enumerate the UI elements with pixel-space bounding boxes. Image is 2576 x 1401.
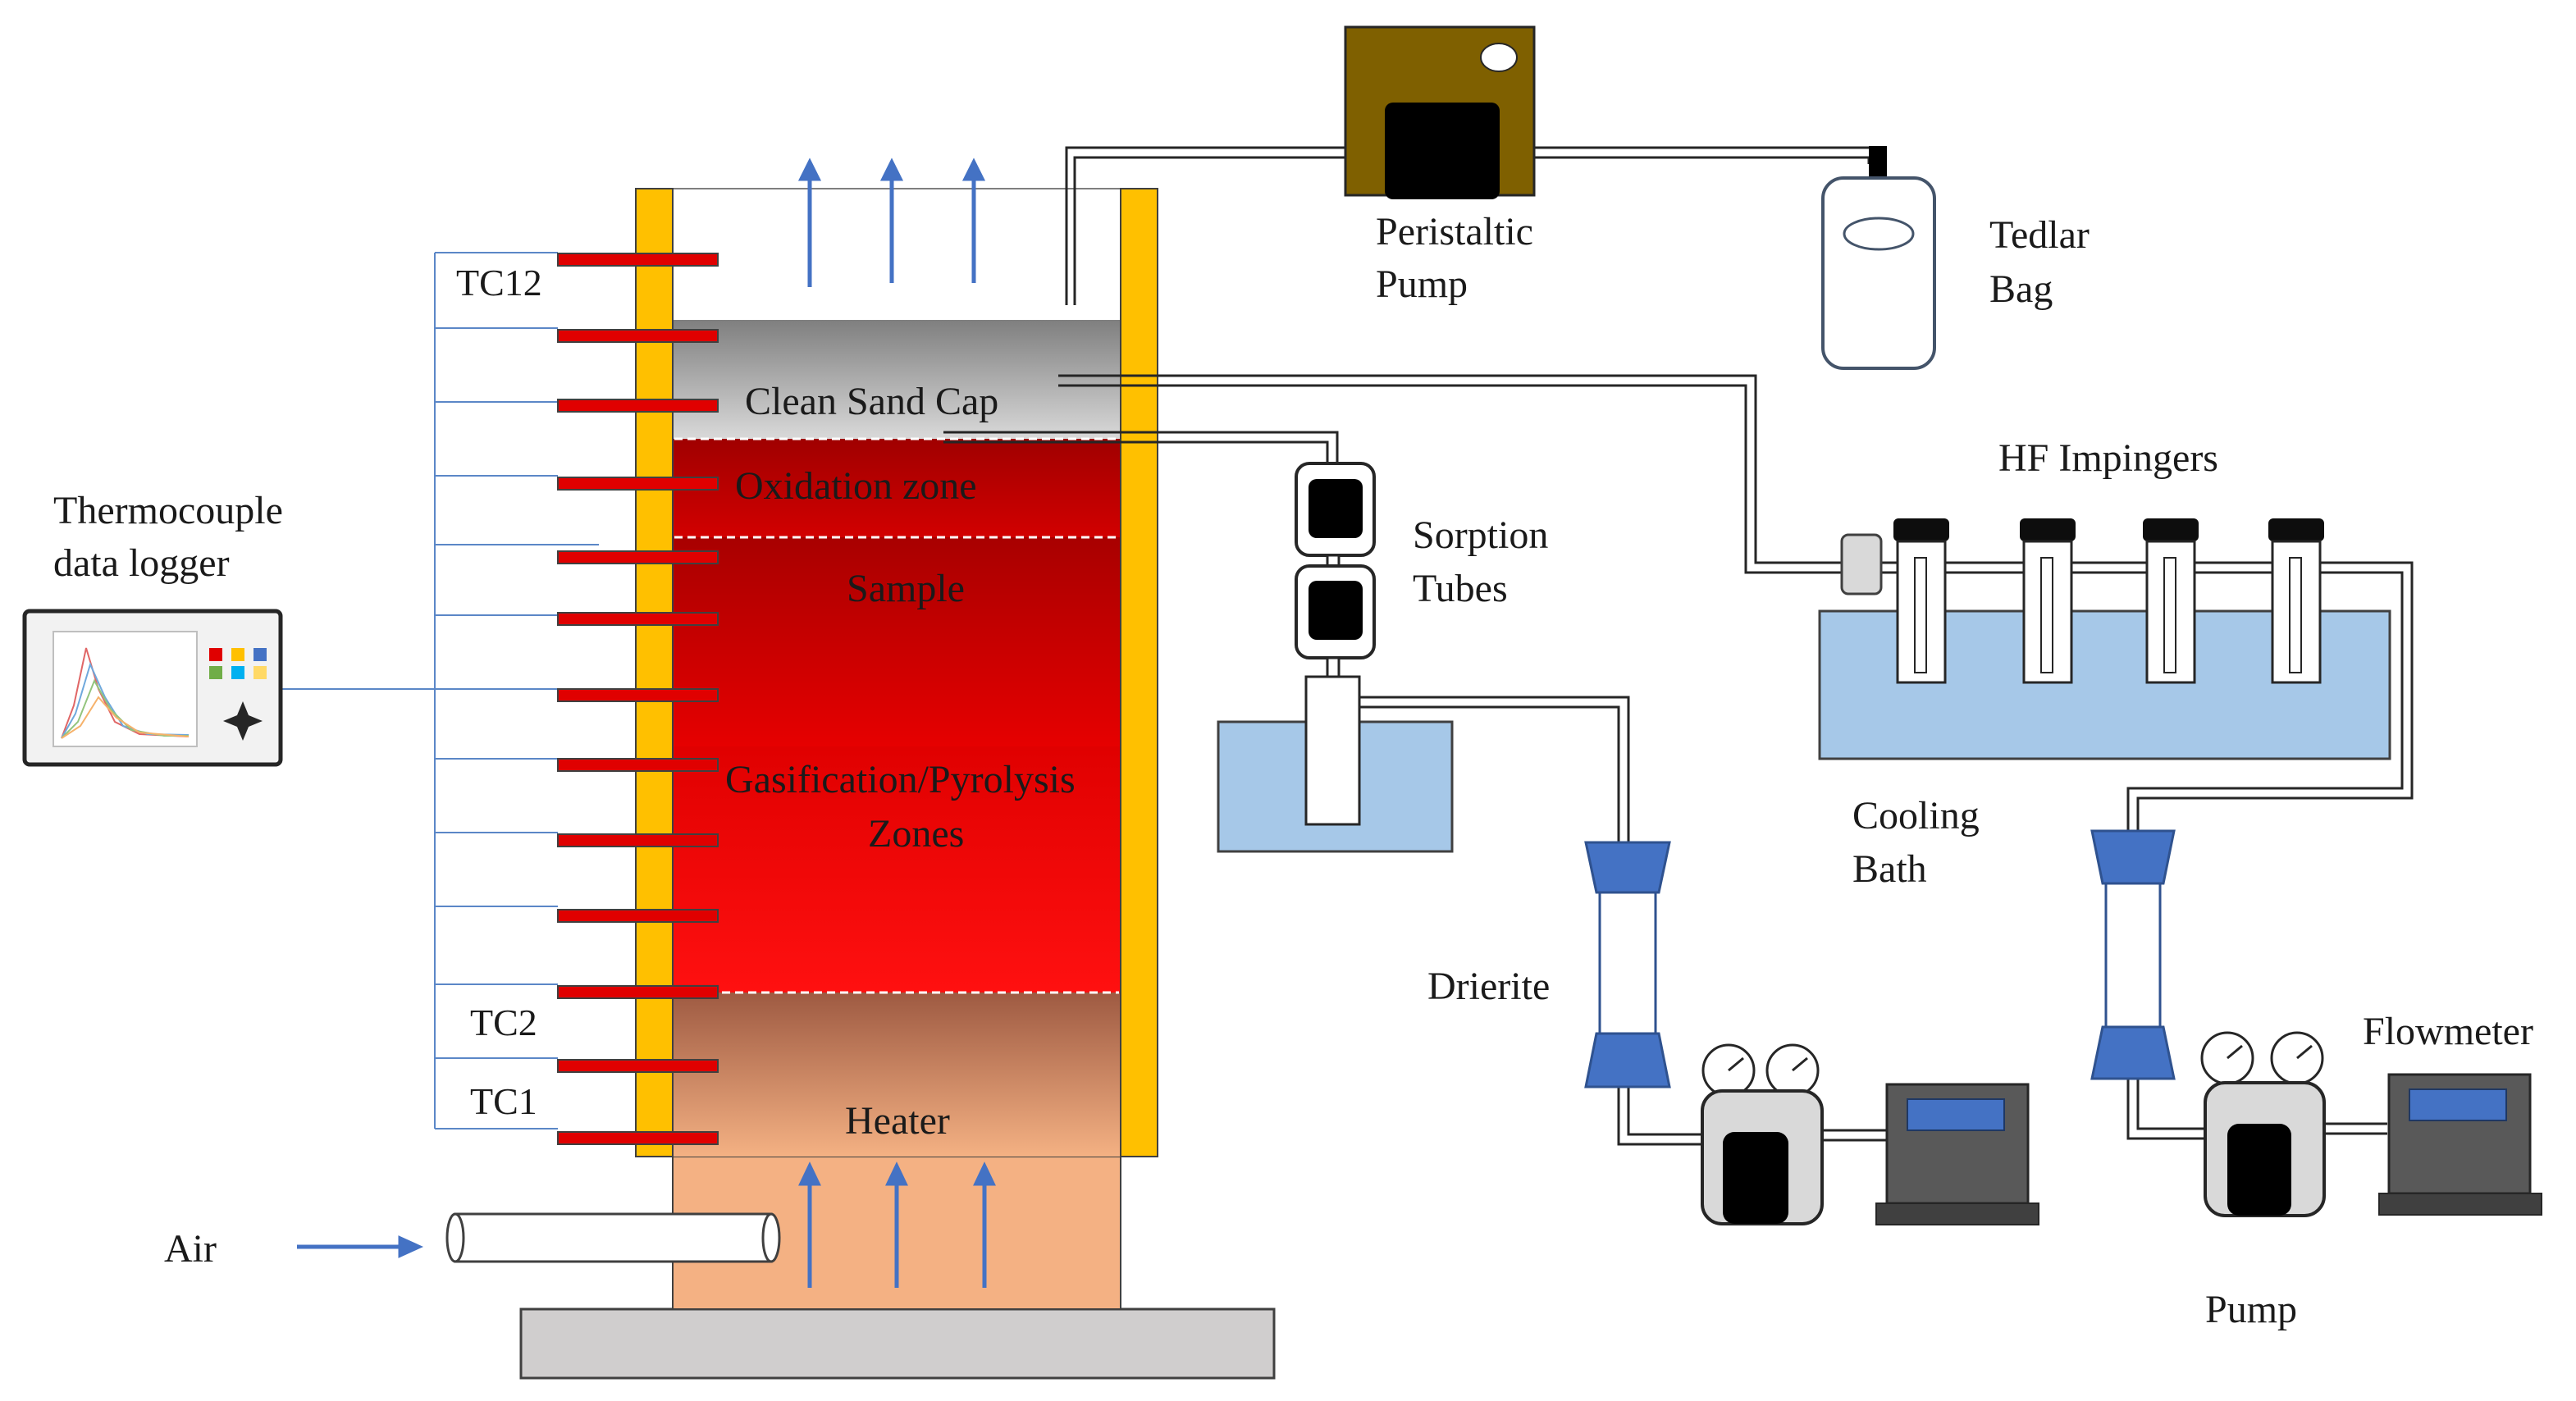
label-tc12: TC12 (456, 262, 542, 303)
gasification-zone (673, 746, 1121, 993)
thermocouple-probe (557, 1131, 719, 1145)
air-label: Air (164, 1227, 217, 1271)
thermocouple-probe (557, 550, 719, 564)
thermocouple-probe (557, 688, 719, 702)
flowmeter-label: Flowmeter (2363, 1010, 2533, 1053)
pump-icon-2 (2200, 1031, 2326, 1217)
flowmeter-icon-1 (1875, 1083, 2039, 1225)
heater-label: Heater (845, 1099, 950, 1143)
thermocouple-probes (557, 253, 719, 1145)
impinger-vessel (1893, 518, 1949, 684)
impinger-vessel (2020, 518, 2076, 684)
gasification-label-line2: Zones (868, 812, 964, 856)
gasification-label-line1: Gasification/Pyrolysis (725, 758, 1076, 801)
drierite-label: Drierite (1427, 965, 1550, 1008)
air-inlet-pipe (445, 1212, 781, 1263)
sorption-bath-vessel (1304, 675, 1361, 826)
heater-zone (673, 993, 1121, 1157)
sorption-label-line1: Sorption (1413, 513, 1548, 557)
logger-label-line2: data logger (53, 541, 230, 585)
thermocouple-probe (557, 833, 719, 847)
peristaltic-label-line1: Peristaltic (1376, 210, 1533, 253)
pump-icon-1 (1701, 1043, 1824, 1225)
tedlar-label-line2: Bag (1989, 267, 2053, 311)
impinger-vessel (2268, 518, 2324, 684)
tedlar-label-line1: Tedlar (1989, 213, 2090, 257)
exhaust-arrows (797, 157, 986, 287)
thermocouple-probe (557, 329, 719, 343)
reactor-column (297, 157, 1276, 1380)
air-flow-arrows (798, 1161, 996, 1288)
right-wall (1120, 188, 1158, 1157)
pump-label: Pump (2205, 1288, 2297, 1331)
sample-label: Sample (847, 567, 965, 610)
data-logger-icon (22, 609, 283, 767)
thermocouple-probe (557, 1059, 719, 1073)
drierite-column-1 (1584, 841, 1671, 1088)
cooling-label-line1: Cooling (1852, 794, 1980, 837)
sorption-label-line2: Tubes (1413, 567, 1508, 610)
clean-sand-cap-zone (673, 320, 1121, 439)
flowmeter-icon-2 (2378, 1073, 2542, 1216)
open-top-space (673, 189, 1121, 320)
thermocouple-probe (557, 477, 719, 491)
tedlar-bag-icon (1821, 146, 1936, 370)
drierite-column-2 (2090, 829, 2176, 1080)
peristaltic-pump-icon (1344, 25, 1536, 199)
cooling-label-line2: Bath (1852, 847, 1927, 891)
base-plate (519, 1307, 1276, 1380)
impinger-vessel (2143, 518, 2199, 684)
air-arrow (297, 1235, 424, 1258)
oxidation-zone-label: Oxidation zone (735, 464, 977, 508)
sorption-tubes-icon (1295, 462, 1376, 679)
clean-sand-cap-label: Clean Sand Cap (745, 380, 998, 423)
hf-impingers (1893, 518, 2324, 684)
thermocouple-probe (557, 612, 719, 626)
thermocouple-probe (557, 985, 719, 999)
thermocouple-wiring (279, 252, 599, 1129)
label-tc2: TC2 (470, 1002, 537, 1043)
sample-zone (673, 537, 1121, 746)
thermocouple-probe (557, 253, 719, 267)
oxidation-zone (673, 439, 1121, 537)
thermocouple-probe (557, 909, 719, 923)
hf-impingers-label: HF Impingers (1998, 436, 2218, 480)
thermocouple-probe (557, 758, 719, 772)
impinger-inlet-valve (1840, 533, 1883, 596)
label-tc1: TC1 (470, 1080, 537, 1122)
peristaltic-label-line2: Pump (1376, 262, 1468, 306)
thermocouple-probe (557, 399, 719, 413)
logger-label-line1: Thermocouple (53, 489, 283, 532)
